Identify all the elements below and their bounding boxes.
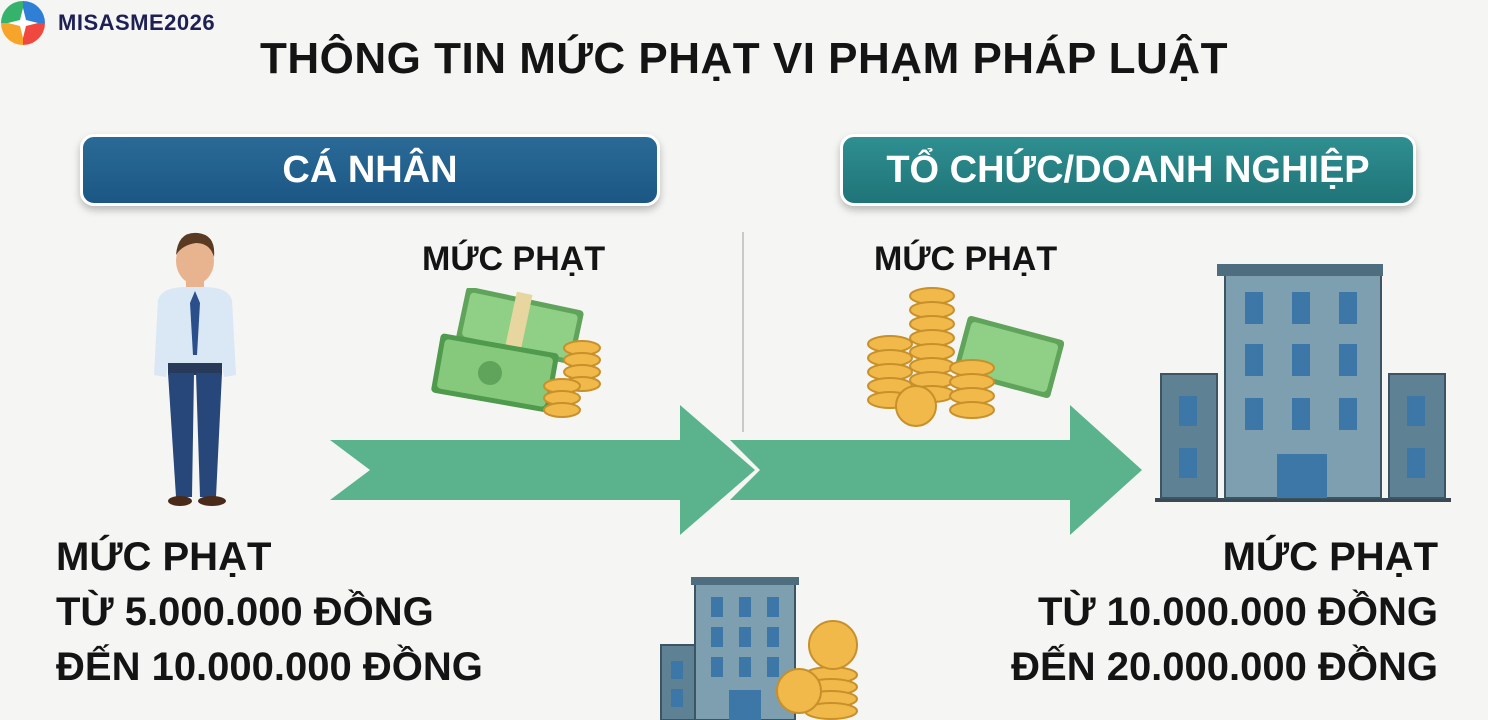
individual-fine-line: TỪ 5.000.000 ĐỒNG xyxy=(56,590,434,634)
individual-header: CÁ NHÂN xyxy=(80,134,660,206)
page-title: THÔNG TIN MỨC PHẠT VI PHẠM PHÁP LUẬT xyxy=(260,34,1228,83)
individual-fine-line: MỨC PHẠT xyxy=(56,535,272,579)
individual-fine-text: MỨC PHẠT TỪ 5.000.000 ĐỒNG ĐẾN 10.000.00… xyxy=(56,530,483,695)
brand-logo xyxy=(1,1,45,45)
building-icon xyxy=(1155,264,1451,502)
organization-fine-line: ĐẾN 20.000.000 ĐỒNG xyxy=(1011,645,1438,689)
cash-coins-icon xyxy=(431,288,601,418)
organization-header: TỔ CHỨC/DOANH NGHIỆP xyxy=(840,134,1416,206)
building-icon xyxy=(660,577,858,720)
organization-fine-line: MỨC PHẠT xyxy=(1222,535,1438,579)
brand-name: MISASME2026 xyxy=(58,10,216,35)
organization-fine-text: MỨC PHẠT TỪ 10.000.000 ĐỒNG ĐẾN 20.000.0… xyxy=(1011,530,1438,695)
arrow-icon xyxy=(730,405,1142,535)
organization-fine-label: MỨC PHẠT xyxy=(874,240,1058,278)
organization-fine-line: TỪ 10.000.000 ĐỒNG xyxy=(1037,590,1438,634)
cash-coins-icon xyxy=(867,287,1064,427)
individual-fine-label: MỨC PHẠT xyxy=(422,240,606,278)
logo-icon xyxy=(1,1,45,45)
arrow-icon xyxy=(330,405,755,535)
individual-fine-line: ĐẾN 10.000.000 ĐỒNG xyxy=(56,645,483,689)
section-divider xyxy=(742,232,744,432)
person-icon xyxy=(154,232,236,506)
